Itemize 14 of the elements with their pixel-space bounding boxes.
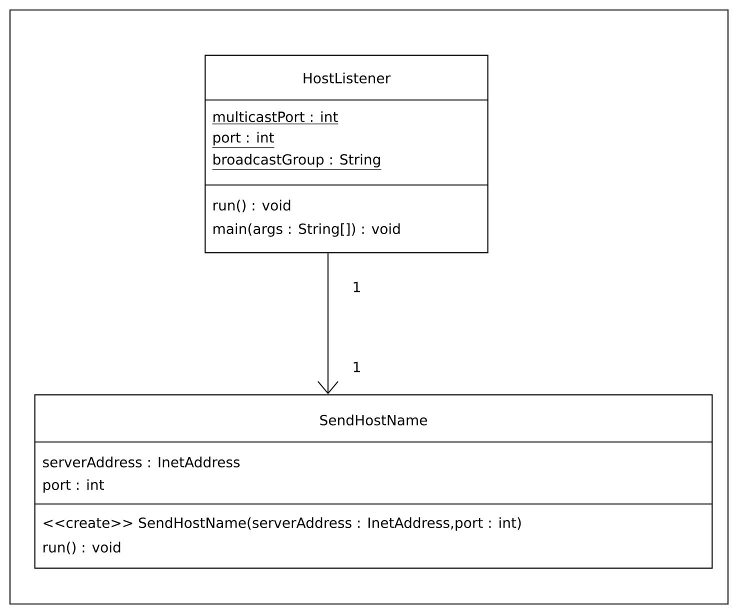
class-member: multicastPort : int — [212, 111, 338, 124]
class-member: <<create>> SendHostName(serverAddress : InetAddress,port : int) — [44, 517, 521, 531]
class-member: run() : void — [214, 200, 290, 212]
class-name: SendHostName — [320, 414, 427, 426]
class-member: run() : void — [44, 542, 120, 554]
class-member: main(args : String[]) : void — [214, 223, 400, 237]
class-member: broadcastGroup : String — [212, 154, 382, 170]
class-member: port : int — [212, 132, 275, 148]
multiplicity: 1 — [354, 362, 360, 372]
class-name: HostListener — [304, 72, 391, 84]
association-arrow — [318, 253, 338, 394]
class-member: serverAddress : InetAddress — [43, 456, 240, 468]
multiplicity: 1 — [354, 282, 360, 292]
class-member: port : int — [44, 479, 104, 493]
